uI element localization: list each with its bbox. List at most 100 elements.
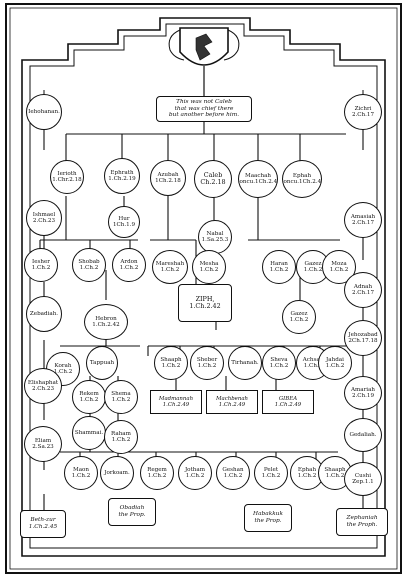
node-jahdai: Jahdai 1.Ch.2 (318, 346, 352, 380)
node-label: Haran 1.Ch.2 (269, 260, 289, 273)
tab-label: GIBEA 1.Ch.2.49 (274, 395, 302, 408)
node-azubah: Azubah 1Ch.2.18 (150, 160, 186, 196)
node-shema: Shema 1.Ch.2 (104, 380, 138, 414)
node-label: Elishaphat 2.Ch.23 (27, 379, 59, 392)
node-amasiah: Amasiah 2.Ch.17 (344, 202, 382, 238)
node-label: Tirhanah. (231, 359, 259, 366)
node-label: ZIPH, 1.Ch.2.42 (189, 295, 221, 310)
scroll-label: Zephaniah the Proph. (346, 515, 378, 528)
node-label: Rekem 1.Ch.2 (79, 390, 99, 403)
node-label: Jahdai 1.Ch.2 (325, 356, 345, 369)
frame-outer (21, 17, 386, 557)
node-shammai: Shammai. (72, 416, 106, 450)
node-elishaphat: Elishaphat 2.Ch.23 (24, 368, 62, 404)
node-label: Ishmael 2.Ch.23 (32, 211, 56, 224)
node-pelet: Pelet 1.Ch.2 (254, 456, 288, 490)
node-jehozabad: Jehozabad 2Ch.17.18 (344, 320, 382, 356)
node-gedaliah: Gedaliah. (344, 418, 382, 452)
node-amariah: Amariah 2.Ch.19 (344, 376, 382, 410)
node-tirhanah: Tirhanah. (228, 346, 262, 380)
tab-madmannah: Madmannah 1.Ch.2.49 (150, 390, 202, 414)
node-label: Shobab 1.Ch.2 (78, 258, 100, 271)
crest-emblem (195, 33, 213, 61)
node-ishmael: Ishmael 2.Ch.23 (26, 200, 62, 236)
node-shobab: Shobab 1.Ch.2 (72, 248, 106, 282)
tab-label: Machbenah 1.Ch.2.49 (215, 395, 249, 408)
node-sheva: Sheva 1.Ch.2 (262, 346, 296, 380)
node-caleb: Caleb Ch.2.18 (194, 160, 232, 198)
node-adnah: Adnah 2.Ch.17 (344, 272, 382, 308)
node-label: Sheber 1.Ch.2 (196, 356, 218, 369)
tab-machbenah: Machbenah 1.Ch.2.49 (206, 390, 258, 414)
node-tappuah: Tappuah (86, 346, 118, 380)
node-label: Regem 1.Ch.2 (147, 466, 167, 479)
node-ephah: Ephah Concu.1Ch.2.46 (282, 160, 322, 198)
node-label: Raham 1.Ch.2 (111, 430, 131, 443)
node-mesha: Mesha 1.Ch.2 (192, 250, 226, 284)
node-label: Amasiah 2.Ch.17 (350, 213, 376, 226)
node-label: Ierioth 1.Chr.2.18 (52, 170, 82, 183)
node-label: Maon 1.Ch.2 (71, 466, 91, 479)
node-label: Sheva 1.Ch.2 (269, 356, 289, 369)
node-label: Shammai. (74, 429, 104, 436)
node-label: Maachah Concu.1Ch.2.48 (239, 172, 278, 185)
node-label: Iehohanan. (28, 108, 60, 115)
node-jotham: Jotham 1.Ch.2 (178, 456, 212, 490)
node-regem: Regem 1.Ch.2 (140, 456, 174, 490)
node-label: Caleb Ch.2.18 (200, 171, 226, 186)
node-label: Amariah 2.Ch.19 (350, 386, 376, 399)
inner-border (9, 7, 398, 570)
node-cushi: Cushi Zep.1.1 (344, 462, 382, 496)
node-label: Ephah 1.Ch.2 (297, 466, 317, 479)
node-label: Eliam 2.Sa.23 (32, 437, 54, 450)
scroll-label: Obadiah the Prop. (118, 505, 146, 518)
node-label: Jehozabad 2Ch.17.18 (348, 331, 378, 344)
node-label: Shaaph 1.Ch.2 (160, 356, 182, 369)
node-rekem: Rekem 1.Ch.2 (72, 380, 106, 414)
scroll-label: Habakkuk the Prop. (253, 511, 283, 524)
node-gesham: Geshan 1.Ch.2 (216, 456, 250, 490)
node-label: Iesher 1.Ch.2 (31, 258, 51, 271)
node-label: Gazez 1.Ch.2 (303, 260, 323, 273)
crest-mantling-right (223, 29, 240, 61)
node-label: Ephrath 1.Ch.2.19 (108, 169, 136, 182)
node-label: Cushi Zep.1.1 (352, 472, 374, 485)
node-label: Mesha 1.Ch.2 (199, 260, 219, 273)
tab-gibea: GIBEA 1.Ch.2.49 (262, 390, 314, 414)
node-hur: Hur 1Ch.1.9 (108, 206, 140, 238)
node-label: Adnah 2.Ch.17 (351, 283, 375, 296)
node-maon: Maon 1.Ch.2 (64, 456, 98, 490)
node-label: Tappuah (89, 359, 115, 366)
node-label: Nabal 1.Sa.25.3 (201, 230, 229, 243)
scroll-zephaniah: Zephaniah the Proph. (336, 508, 388, 536)
scroll-habakkuk: Habakkuk the Prop. (244, 504, 292, 532)
node-label: Ephah Concu.1Ch.2.46 (283, 172, 322, 185)
node-label: Zichri 2.Ch.17 (351, 105, 375, 118)
node-label: Gedaliah. (349, 431, 377, 438)
node-ziph: ZIPH, 1.Ch.2.42 (178, 284, 232, 322)
scroll-top-note: This was not Caleb that was chief there … (156, 96, 252, 122)
node-label: Jorkoam. (104, 469, 130, 476)
node-label: Achsah 1.Ch.2 (302, 356, 324, 369)
node-label: Moza 1.Ch.2 (329, 260, 349, 273)
node-jesher: Iesher 1.Ch.2 (24, 248, 58, 282)
node-label: Shaaph 1.Ch.2 (324, 466, 346, 479)
node-gazez2: Gazez 1.Ch.2 (282, 300, 316, 334)
node-zebadiah: Zebadiah. (26, 296, 62, 332)
outer-border (5, 3, 402, 574)
node-jorkoam: Jorkoam. (100, 456, 134, 490)
node-jerioth: Ierioth 1.Chr.2.18 (50, 160, 84, 194)
node-label: Hebron 1.Ch.2.42 (92, 315, 120, 328)
node-shaaph: Shaaph 1.Ch.2 (154, 346, 188, 380)
node-label: Gazez 1.Ch.2 (289, 310, 309, 323)
node-label: Geshan 1.Ch.2 (222, 466, 244, 479)
node-label: Shema 1.Ch.2 (111, 390, 131, 403)
scroll-bethzur: Beth-zur 1.Ch.2.45 (20, 510, 66, 538)
node-label: Mareshah 1.Ch.2 (155, 260, 185, 273)
node-label: Azubah 1Ch.2.18 (155, 171, 181, 184)
tab-label: Madmannah 1.Ch.2.49 (158, 395, 194, 408)
node-jehohanan: Iehohanan. (26, 94, 62, 130)
node-label: Ardon 1.Ch.2 (119, 258, 139, 271)
node-maachah: Maachah Concu.1Ch.2.48 (238, 160, 278, 198)
crest-mantling-left (168, 29, 185, 61)
